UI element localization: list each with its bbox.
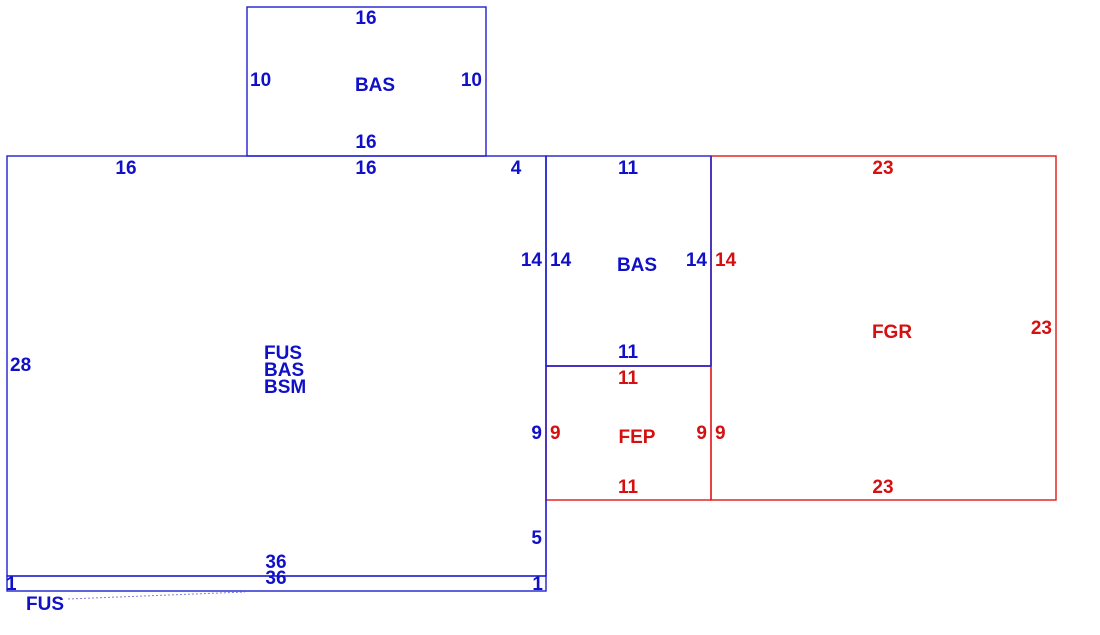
main-dim-left: 28: [10, 355, 31, 376]
main-dim-right-bottom: 5: [531, 528, 542, 549]
top-bas-dim-left: 10: [250, 70, 271, 91]
side-bas-label: BAS: [617, 255, 657, 276]
fep-dim-left: 9: [550, 423, 561, 444]
main-label-bas: BAS: [264, 360, 304, 381]
strip-label: FUS: [26, 594, 64, 615]
fep-dim-bottom: 11: [618, 477, 639, 498]
fep-dim-top: 11: [618, 368, 639, 389]
main-label-bsm: BSM: [264, 377, 306, 398]
side-bas-dim-left: 14: [550, 250, 572, 271]
top-bas-dim-bottom: 16: [355, 132, 376, 153]
fus-leader-line: [67, 591, 246, 600]
fep-dim-right: 9: [696, 423, 707, 444]
strip-dim-right: 1: [532, 574, 543, 595]
fgr-dim-right: 23: [1031, 318, 1052, 339]
fus-strip-outline: [6, 575, 547, 592]
top-bas-dim-right: 10: [461, 70, 482, 91]
main-dim-top-mid: 16: [355, 158, 376, 179]
fgr-dim-top: 23: [872, 158, 893, 179]
side-bas-dim-right: 14: [686, 250, 708, 271]
main-dim-top-right: 4: [511, 158, 522, 179]
top-bas-label: BAS: [355, 75, 395, 96]
strip-dim-left: 1: [6, 574, 17, 595]
main-label-fus: FUS: [264, 343, 302, 364]
main-dim-top-left: 16: [115, 158, 136, 179]
fgr-dim-bottom: 23: [872, 477, 893, 498]
strip-dim-top: 36: [265, 568, 286, 589]
fep-label: FEP: [619, 427, 656, 448]
fgr-dim-left-upper: 14: [715, 250, 737, 271]
top-bas-dim-top: 16: [355, 8, 376, 29]
main-dim-right-lower: 9: [531, 423, 542, 444]
side-bas-dim-top: 11: [618, 158, 639, 179]
fgr-dim-left-lower: 9: [715, 423, 726, 444]
side-bas-dim-bottom: 11: [618, 342, 639, 363]
fgr-label: FGR: [872, 322, 912, 343]
main-dim-right-upper: 14: [521, 250, 543, 271]
main-dim-bottom: 36: [265, 552, 286, 573]
